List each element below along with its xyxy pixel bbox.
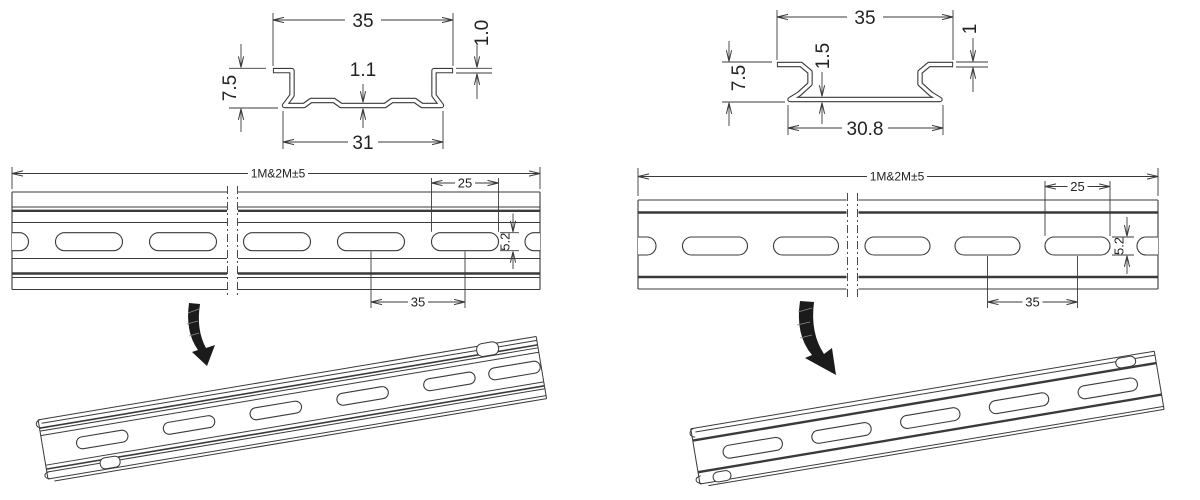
right-dim-slot-length: 25 [1070,179,1084,194]
arrow-hatch [186,308,200,337]
right-dim-slot-pitch: 35 [1025,295,1039,310]
slot-partial [12,232,30,252]
slot-partial [524,232,540,252]
slot [148,232,218,252]
right-3d-slots [722,377,1139,459]
left-dim-height: 7.5 [220,75,241,101]
right-dim-height: 7.5 [729,65,750,91]
right-plan-slots [638,236,1158,256]
left-dim-length: 1M&2M±5 [251,167,306,181]
right-section-dimensions: 35 1 7.5 1.5 30.8 [722,7,988,140]
left-cross-section-view: 35 1.0 7.5 1.1 31 [220,10,493,154]
arrow-hatch [796,307,813,339]
right-cross-section-view: 35 1 7.5 1.5 30.8 [722,7,988,140]
slot [772,236,840,256]
curved-arrow-icon [188,303,215,366]
slot [336,232,406,252]
slot [864,236,931,256]
right-dim-base-thickness: 1.5 [813,43,834,69]
slot [954,236,1021,256]
slot [242,232,312,252]
edge-notch [1115,355,1137,369]
slot-partial [1136,236,1158,256]
left-dim-bottom-width: 31 [352,133,373,154]
right-dim-length: 1M&2M±5 [870,170,925,184]
left-3d-slots [75,360,541,450]
left-plan-slots [12,232,540,252]
left-dim-base-thickness: 1.1 [350,60,376,81]
left-plan-dimensions: 1M&2M±5 25 5.2 35 [11,166,541,310]
right-plan-view: 1M&2M±5 25 5.2 35 [637,168,1159,310]
right-dim-top-width: 35 [854,8,875,29]
slot-partial [638,236,657,256]
right-plan-body [637,193,1159,297]
slot [54,232,124,252]
right-dim-lip-thickness: 1 [960,24,981,35]
right-3d-view [689,350,1165,487]
slot [681,236,749,256]
right-rail-profile [777,61,953,103]
slot [430,232,500,252]
right-plan-dimensions: 1M&2M±5 25 5.2 35 [637,168,1159,310]
left-plan-view: 1M&2M±5 25 5.2 35 [11,166,541,310]
curved-arrow-icon [798,301,836,375]
left-dim-slot-length: 25 [458,176,472,191]
left-section-dimensions: 35 1.0 7.5 1.1 31 [220,10,493,154]
edge-notch [712,470,732,483]
right-dim-bottom-width: 30.8 [847,119,884,140]
edge-notch [99,455,121,470]
left-dim-lip-thickness: 1.0 [472,20,493,46]
edge-notch [476,341,500,357]
left-dim-slot-width: 5.2 [498,233,513,251]
left-dim-slot-pitch: 35 [411,295,425,310]
slot [1044,236,1111,256]
left-dim-top-width: 35 [352,11,373,32]
right-dim-slot-width: 5.2 [1112,237,1127,255]
left-3d-view [35,335,548,482]
